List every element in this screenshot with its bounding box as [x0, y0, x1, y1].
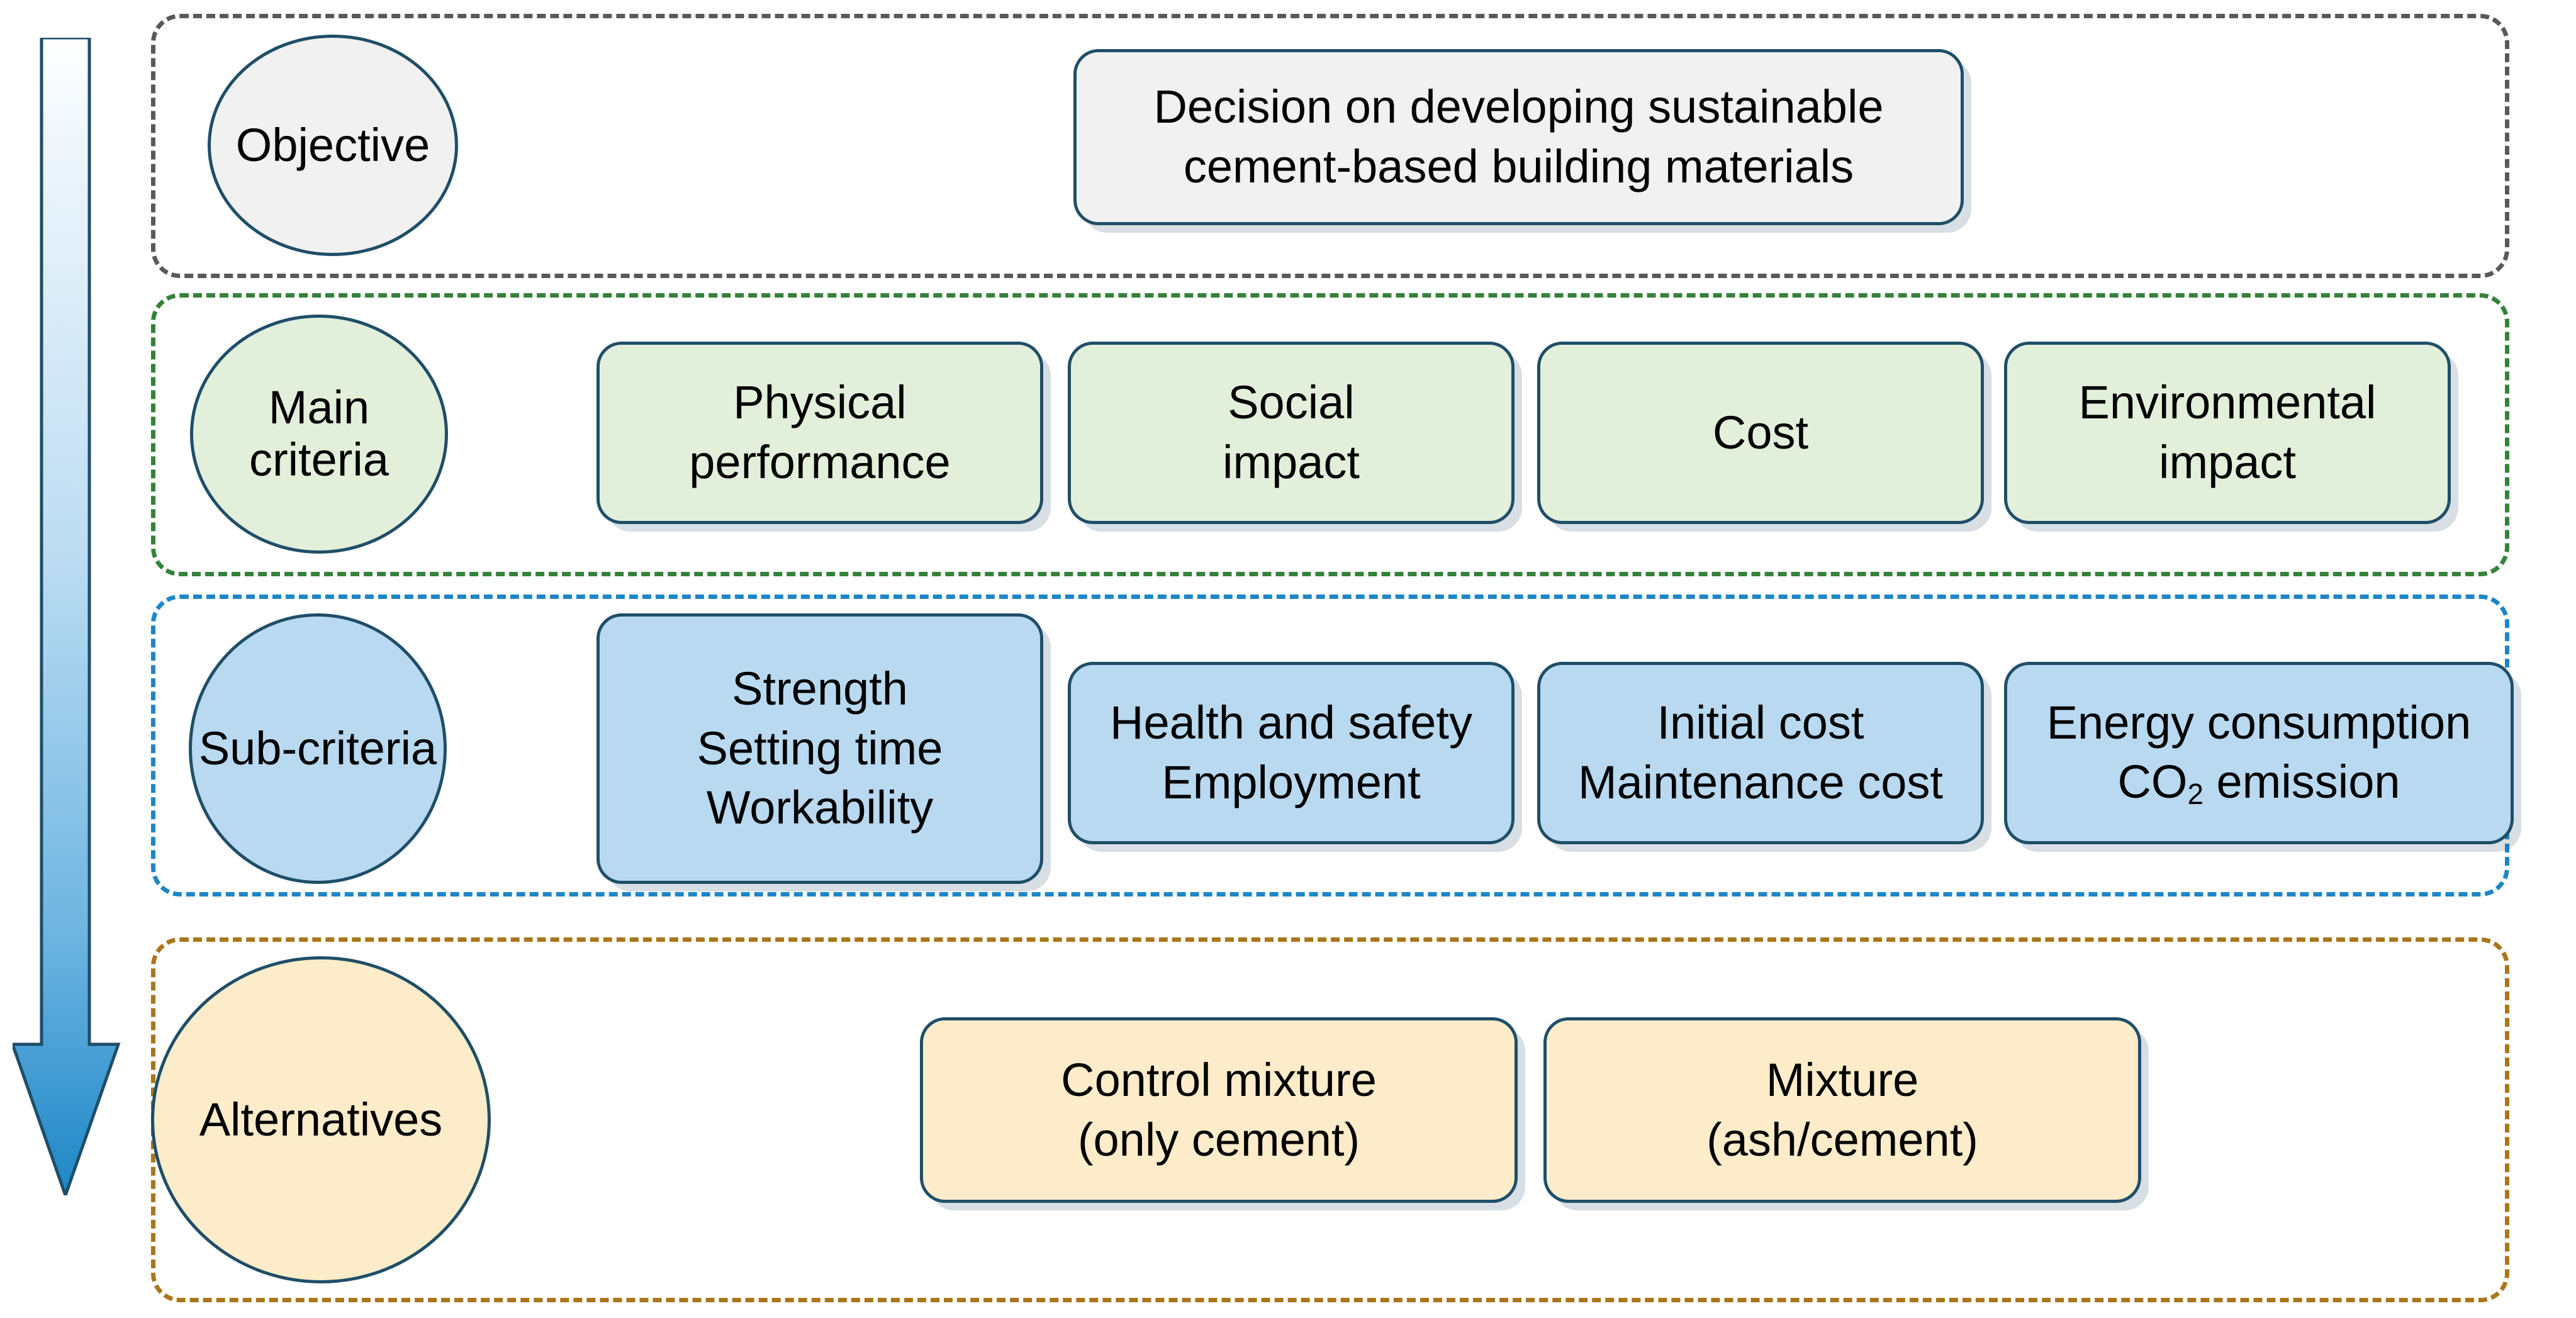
band-objective: [151, 14, 2509, 278]
level-label-objective[interactable]: Objective: [208, 35, 458, 256]
node-line-1: Environmental: [2078, 376, 2377, 429]
node-line-2: impact: [1223, 436, 1360, 488]
level-label-sub-criteria[interactable]: Sub-criteria: [189, 613, 447, 884]
main-criteria-node-cost[interactable]: Cost: [1537, 342, 1984, 524]
sub-criteria-node-cost[interactable]: Initial cost Maintenance cost: [1537, 662, 1984, 844]
node-line-1: Mixture: [1766, 1053, 1919, 1106]
main-criteria-node-social-impact[interactable]: Social impact: [1068, 342, 1515, 524]
node-line-3: Workability: [706, 781, 934, 834]
main-criteria-node-physical-performance[interactable]: Physical performance: [596, 342, 1043, 524]
node-line-1: Health and safety: [1110, 696, 1472, 749]
node-line-1: Strength: [732, 662, 908, 715]
level-label-text: Sub-criteria: [198, 722, 437, 774]
alternative-node-mixture[interactable]: Mixture (ash/cement): [1543, 1017, 2141, 1203]
objective-line-2: cement-based building materials: [1183, 140, 1854, 193]
downward-hierarchy-arrow: [13, 38, 121, 1195]
node-line-2: (ash/cement): [1706, 1113, 1978, 1166]
node-line-2: (only cement): [1077, 1113, 1360, 1166]
node-line-1: Physical: [733, 376, 907, 429]
alternative-node-control-mixture[interactable]: Control mixture (only cement): [920, 1017, 1518, 1203]
sub-criteria-node-physical[interactable]: Strength Setting time Workability: [596, 613, 1043, 884]
node-line-2: Employment: [1162, 756, 1421, 808]
objective-node[interactable]: Decision on developing sustainable cemen…: [1073, 49, 1964, 225]
node-line-1: Social: [1228, 376, 1355, 429]
node-line-2: impact: [2159, 436, 2296, 488]
node-line-1: Energy consumption: [2046, 696, 2472, 749]
node-line-2: CO2 emission: [2117, 756, 2400, 811]
main-criteria-node-environmental-impact[interactable]: Environmental impact: [2004, 342, 2451, 524]
level-label-text: Main criteria: [249, 381, 389, 486]
level-label-text: Alternatives: [199, 1093, 443, 1146]
band-main-criteria: [151, 293, 2509, 576]
objective-line-1: Decision on developing sustainable: [1153, 81, 1884, 133]
sub-criteria-node-environmental[interactable]: Energy consumption CO2 emission: [2004, 662, 2514, 844]
sub-criteria-node-social[interactable]: Health and safety Employment: [1068, 662, 1515, 844]
level-label-text: Objective: [235, 118, 430, 171]
node-line-2: Setting time: [697, 722, 943, 774]
node-line-1: Initial cost: [1657, 696, 1864, 749]
node-line-1: Cost: [1712, 406, 1809, 459]
node-line-2: performance: [689, 436, 951, 488]
level-label-main-criteria[interactable]: Main criteria: [190, 315, 448, 554]
node-line-1: Control mixture: [1061, 1053, 1377, 1106]
level-label-alternatives[interactable]: Alternatives: [151, 956, 491, 1283]
node-line-2: Maintenance cost: [1577, 756, 1943, 808]
